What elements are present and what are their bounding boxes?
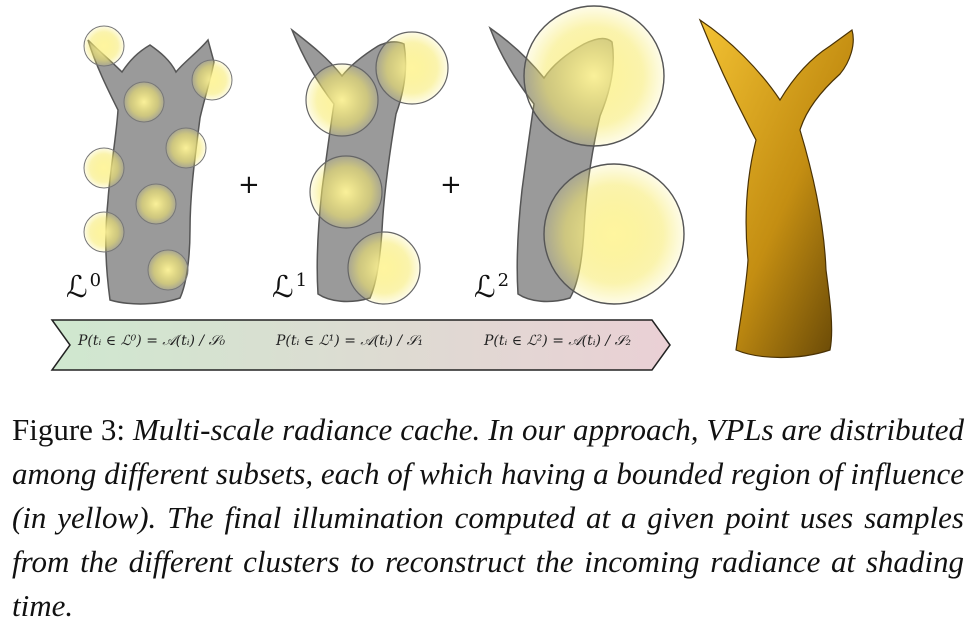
illuminated-statue [698, 18, 854, 359]
statue-level-0 [83, 25, 233, 305]
caption-body: Multi-scale radiance cache. In our appro… [12, 412, 964, 623]
formula-level-1: P(tᵢ ∈ ℒ¹) = 𝒜(tᵢ) / 𝒮₁ [276, 333, 424, 349]
plus-sign-1: + [238, 170, 260, 200]
plus-sign-2: + [440, 170, 462, 200]
formula-level-2: P(tᵢ ∈ ℒ²) = 𝒜(tᵢ) / 𝒮₂ [484, 333, 632, 349]
probability-arrow [50, 319, 671, 371]
figure-caption: Figure 3: Multi-scale radiance cache. In… [12, 408, 964, 628]
statue-level-2 [488, 5, 685, 305]
statue-level-1 [290, 27, 449, 305]
formula-level-0: P(tᵢ ∈ ℒ⁰) = 𝒜(tᵢ) / 𝒮₀ [78, 333, 226, 349]
caption-prefix: Figure 3: [12, 412, 133, 447]
figure-svg [50, 5, 854, 371]
